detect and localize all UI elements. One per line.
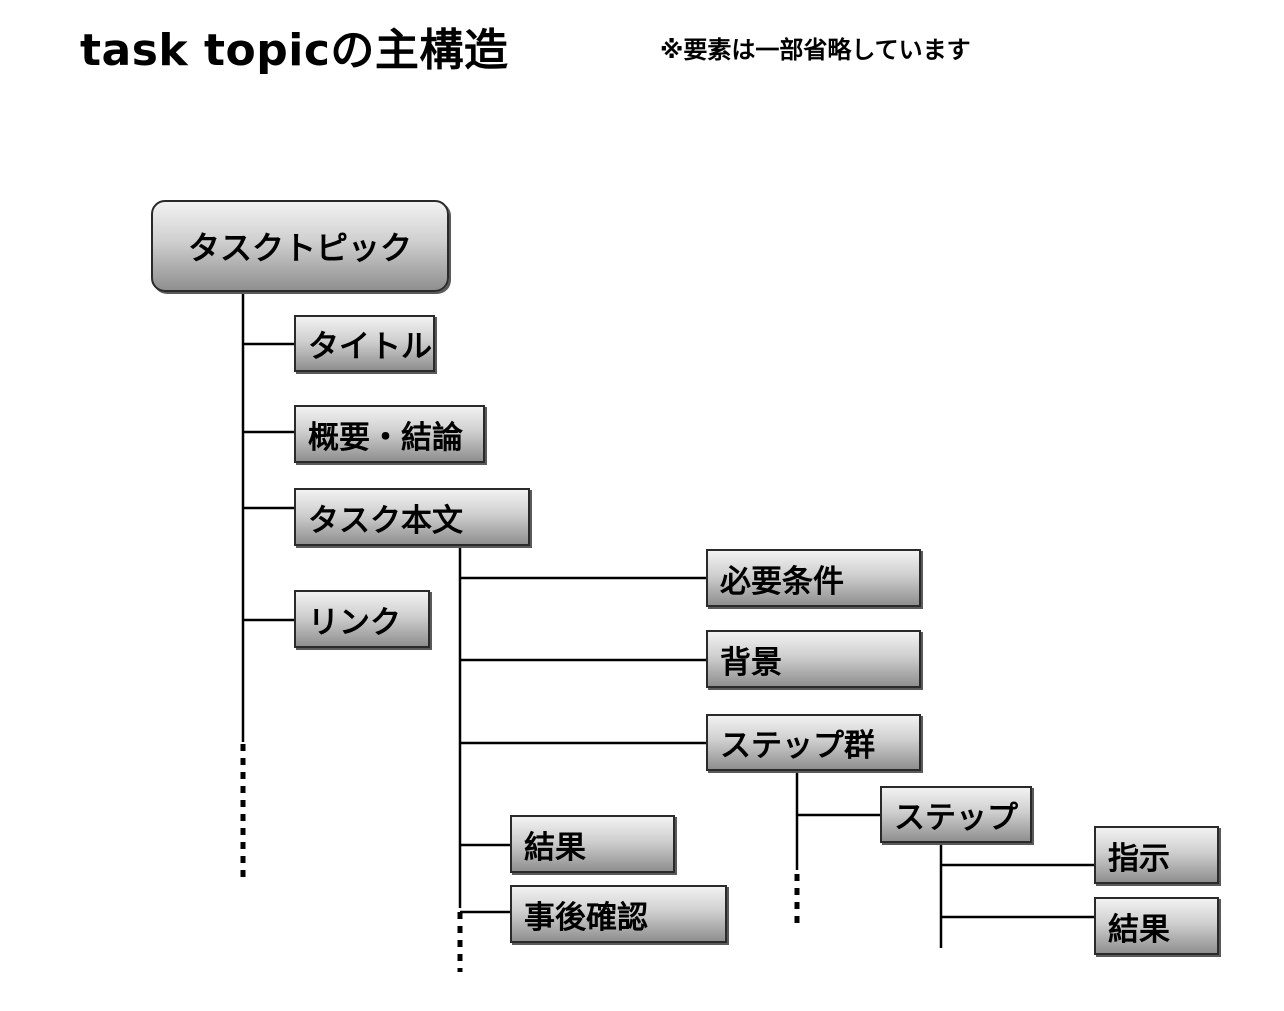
node-task-topic: タスクトピック (151, 200, 449, 292)
node-step: ステップ (880, 786, 1032, 843)
node-summary-conclusion: 概要・結論 (294, 405, 485, 463)
node-link: リンク (294, 590, 430, 648)
node-step-group: ステップ群 (706, 714, 921, 771)
node-background: 背景 (706, 630, 921, 688)
node-task-body: タスク本文 (294, 488, 530, 546)
page-title: task topicの主構造 (80, 25, 509, 76)
node-step-result: 結果 (1094, 897, 1219, 955)
node-post-confirmation: 事後確認 (510, 885, 727, 943)
node-result: 結果 (510, 815, 675, 873)
node-title: タイトル (294, 315, 435, 372)
omission-note: ※要素は一部省略しています (660, 36, 971, 64)
node-instruction: 指示 (1094, 826, 1219, 884)
node-prerequisites: 必要条件 (706, 549, 921, 607)
